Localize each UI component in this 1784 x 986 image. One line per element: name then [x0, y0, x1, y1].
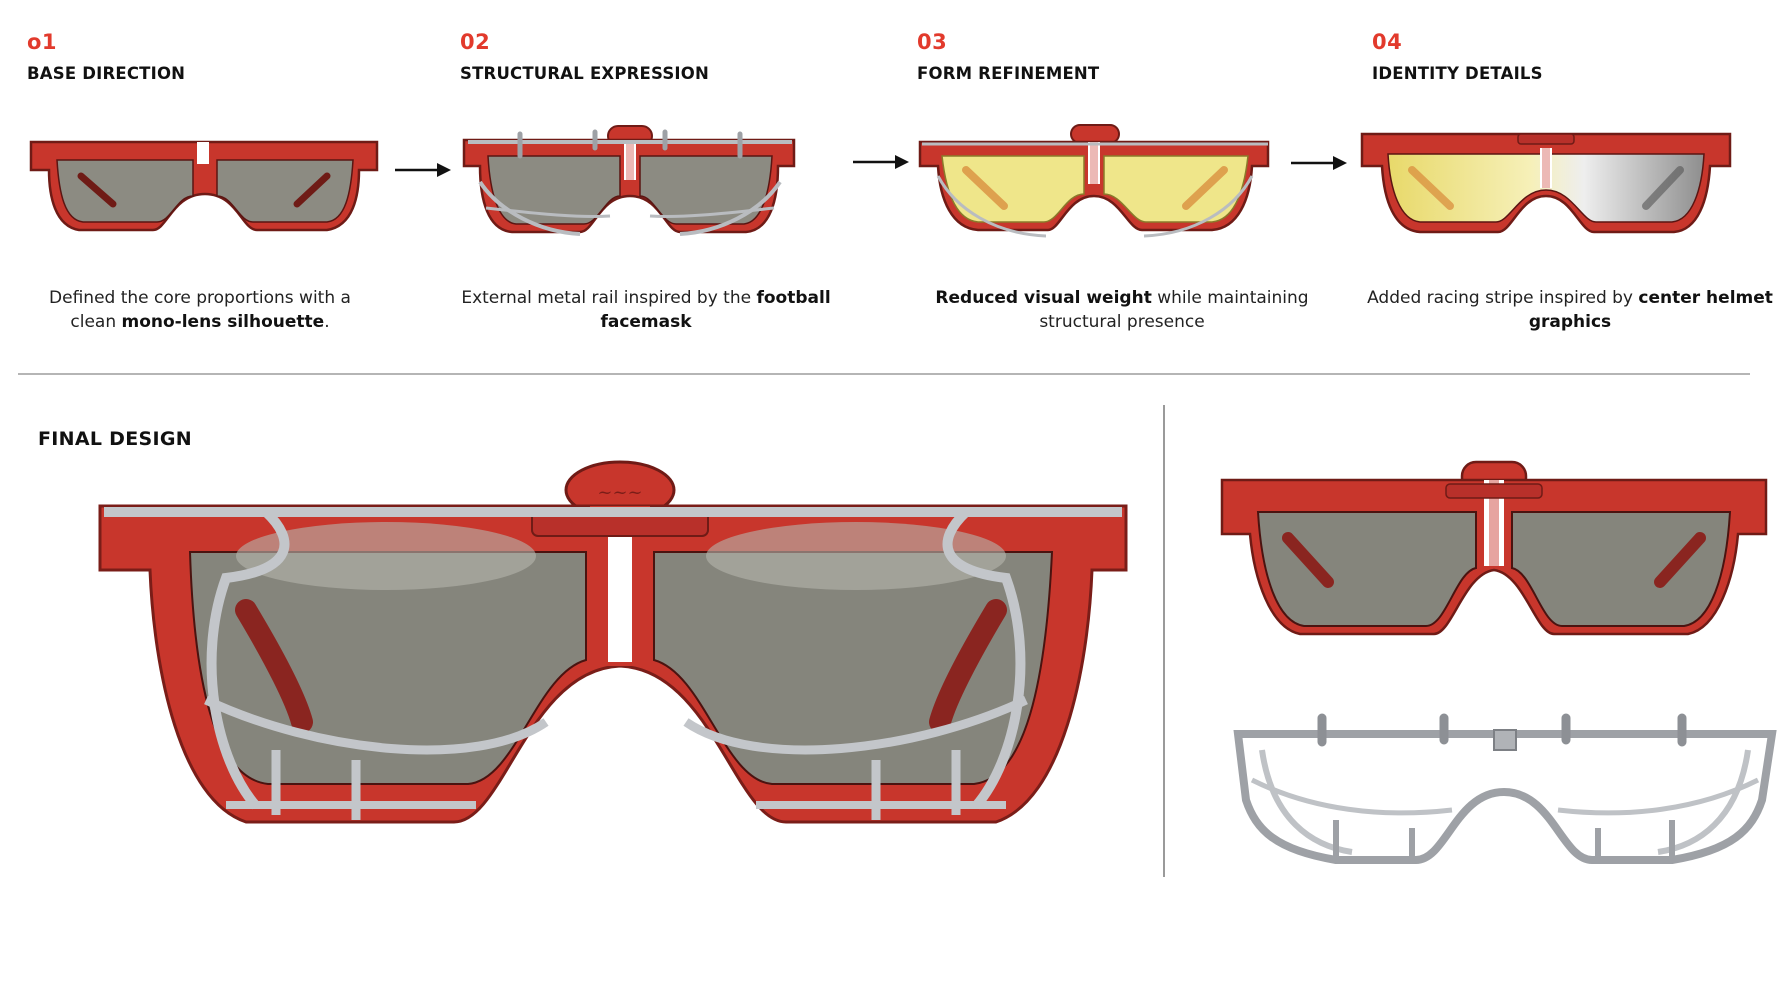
caption-emphasis: center helmet: [1638, 288, 1773, 308]
step-number: 04: [1372, 30, 1403, 54]
step-caption: External metal rail inspired by the foot…: [446, 286, 846, 334]
step-03: 03 FORM REFINEMENT: [917, 30, 1317, 83]
sketch-base-direction: [29, 140, 379, 232]
final-design-render: ~~~: [98, 460, 1128, 824]
caption-emphasis: facemask: [600, 312, 692, 332]
step-title: IDENTITY DETAILS: [1372, 64, 1543, 83]
caption-text: Defined the core proportions with a: [49, 288, 351, 308]
section-divider: [18, 373, 1750, 375]
step-04: 04 IDENTITY DETAILS: [1372, 30, 1772, 83]
step-caption: Added racing stripe inspired by center h…: [1365, 286, 1775, 334]
step-caption: Defined the core proportions with a clean…: [0, 286, 400, 334]
caption-text: structural presence: [1039, 312, 1205, 332]
caption-emphasis: graphics: [1528, 312, 1612, 332]
step-title: FORM REFINEMENT: [917, 64, 1100, 83]
caption-emphasis: football: [756, 288, 831, 308]
caption-emphasis: Reduced visual weight: [935, 288, 1152, 308]
caption-text: External metal rail inspired by the: [461, 288, 757, 308]
caption-text: Added racing stripe inspired by: [1367, 288, 1639, 308]
sketch-structural-expression: [462, 125, 796, 236]
step-01: o1 BASE DIRECTION: [27, 30, 427, 83]
step-title: BASE DIRECTION: [27, 64, 186, 83]
step-number: 03: [917, 30, 948, 54]
sketch-form-refinement: [918, 124, 1270, 238]
final-side-render-metal-rail: [1233, 713, 1777, 864]
arrow-right-icon: [853, 155, 909, 169]
caption-text: while maintaining: [1151, 288, 1309, 308]
step-02: 02 STRUCTURAL EXPRESSION: [460, 30, 860, 83]
arrow-right-icon: [1291, 156, 1347, 170]
final-side-render-glasses: [1220, 460, 1768, 636]
caption-text: clean: [70, 312, 122, 332]
arrow-right-icon: [395, 163, 451, 177]
caption-emphasis: mono-lens silhouette: [121, 312, 325, 332]
step-caption: Reduced visual weight while maintaining s…: [922, 286, 1322, 334]
caption-text: .: [324, 312, 330, 332]
step-number: 02: [460, 30, 491, 54]
sketch-identity-details: [1360, 132, 1732, 234]
vertical-divider: [1163, 405, 1165, 877]
step-number: o1: [27, 30, 58, 54]
step-title: STRUCTURAL EXPRESSION: [460, 64, 710, 83]
svg-text:~~~: ~~~: [597, 482, 642, 503]
final-design-title: FINAL DESIGN: [38, 428, 192, 450]
